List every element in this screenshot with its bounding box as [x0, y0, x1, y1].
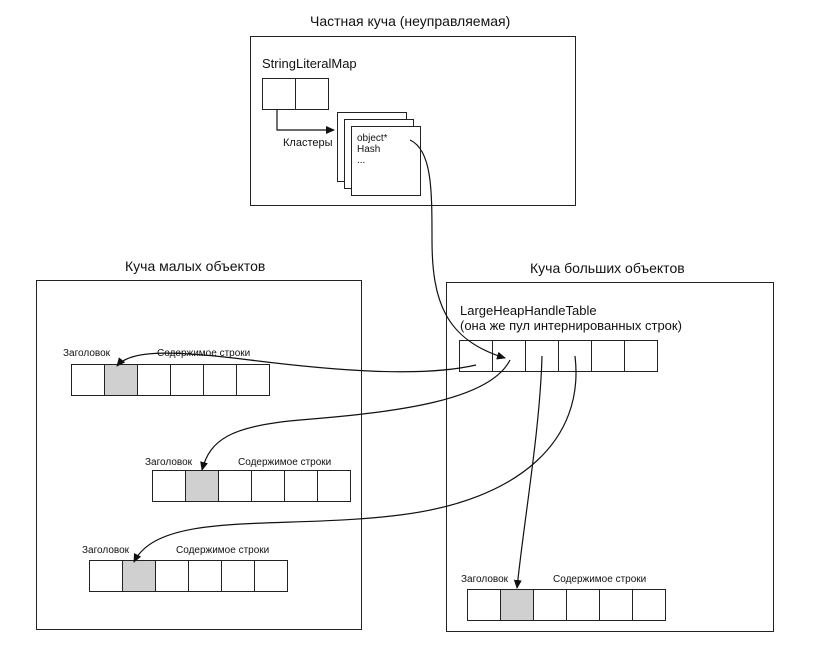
soh-string2-cell-6 [317, 470, 351, 502]
slot2-to-soh-string2-arrow [200, 359, 511, 471]
soh-string3-content-label: Содержимое строки [176, 545, 270, 556]
loh-table-label: LargeHeapHandleTable (она же пул интерни… [460, 303, 682, 333]
soh-string3-header-label: Заголовок [82, 545, 130, 556]
loh-table-label-line1: LargeHeapHandleTable [460, 303, 597, 318]
soh-string1-header-label: Заголовок [63, 348, 111, 359]
soh-string2-content-label: Содержимое строки [238, 457, 332, 468]
soh-string3-cell-6 [254, 560, 288, 592]
entry-hash: Hash [357, 144, 381, 155]
string-literal-map-label: StringLiteralMap [262, 56, 357, 71]
soh-string2-header-label: Заголовок [145, 457, 193, 468]
soh-string2-cell-3 [218, 470, 252, 502]
slot1-to-soh-string1-arrow [116, 352, 477, 373]
soh-string1-cell-6 [236, 364, 270, 396]
loh-title: Куча больших объектов [530, 260, 685, 276]
entry-object-ptr: object* [357, 133, 388, 144]
loh-string-content-label: Содержимое строки [553, 574, 647, 585]
slot3-to-loh-string-arrow [513, 355, 543, 589]
loh-string-cell-4 [566, 589, 600, 621]
soh-string1-header-cell [104, 364, 138, 396]
loh-string-cell-6 [632, 589, 666, 621]
clusters-label: Кластеры [283, 137, 333, 149]
soh-string1-cell-4 [170, 364, 204, 396]
handle-table-slot-5 [591, 340, 625, 372]
entry-ellipsis: ... [357, 155, 366, 166]
slot4-to-soh-string3-arrow [133, 355, 577, 563]
soh-string1-cell-3 [137, 364, 171, 396]
loh-string-header-label: Заголовок [461, 574, 509, 585]
soh-string3-cell-5 [221, 560, 255, 592]
soh-string2-cell-5 [284, 470, 318, 502]
cluster-card-front: object* Hash ... [351, 126, 421, 196]
loh-table-label-line2: (она же пул интернированных строк) [460, 318, 682, 333]
loh-string-cell-3 [533, 589, 567, 621]
map-to-clusters-arrow [276, 110, 335, 134]
loh-string-header-cell [500, 589, 534, 621]
object-to-handle-table-arrow [409, 139, 506, 360]
loh-string-cell-5 [599, 589, 633, 621]
soh-string1-cell-5 [203, 364, 237, 396]
soh-string1-content-label: Содержимое строки [157, 348, 251, 359]
private-heap-title: Частная куча (неуправляемая) [310, 13, 511, 29]
soh-title: Куча малых объектов [125, 258, 266, 274]
soh-string3-header-cell [122, 560, 156, 592]
map-cell-2 [295, 78, 329, 110]
handle-table-slot-6 [624, 340, 658, 372]
